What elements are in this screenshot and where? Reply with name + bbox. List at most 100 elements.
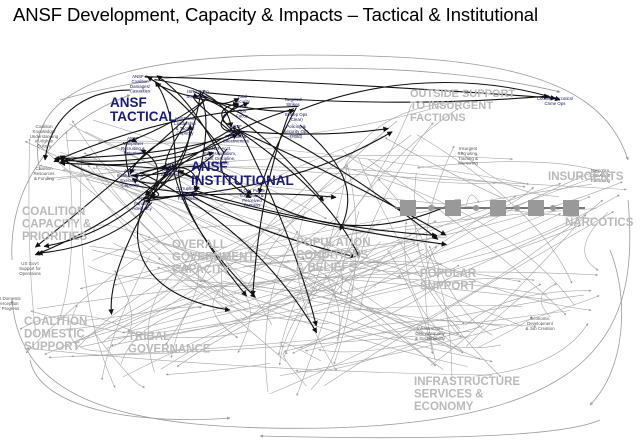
insurgent-pipeline — [395, 200, 585, 216]
light-connector — [231, 261, 443, 293]
light-connector — [106, 224, 581, 339]
dark-connector — [144, 108, 295, 196]
light-connector — [452, 194, 620, 262]
dark-connector — [191, 192, 448, 247]
light-connector — [343, 166, 576, 306]
light-connector — [323, 211, 614, 387]
dark-connector — [175, 170, 195, 179]
light-connector — [428, 245, 493, 336]
dark-connector — [150, 91, 202, 197]
dark-connector — [193, 93, 207, 192]
light-connector — [122, 174, 603, 378]
light-connector — [67, 162, 444, 370]
light-connector — [337, 122, 434, 341]
dark-connector — [108, 165, 171, 315]
light-connector — [184, 257, 336, 282]
light-connector — [405, 186, 534, 230]
light-connector — [170, 282, 224, 359]
light-connector — [95, 165, 248, 318]
light-connector — [39, 164, 523, 327]
light-connector — [377, 178, 453, 380]
light-connector — [333, 241, 381, 299]
light-connector — [69, 304, 110, 352]
light-connector — [135, 244, 420, 341]
light-connector — [417, 161, 612, 176]
node-ansf-professionalism: ANSF Acct.Professionalism,Skill, Discipl… — [204, 146, 236, 166]
stock-box-1 — [400, 200, 416, 216]
light-connector — [296, 211, 338, 372]
light-connector — [28, 138, 37, 338]
stock-box-4 — [528, 200, 544, 216]
light-connector — [81, 216, 339, 340]
light-connector — [74, 158, 627, 191]
dark-arrow-network — [34, 75, 561, 334]
dark-connector — [192, 195, 356, 259]
dark-connector — [205, 92, 550, 103]
light-connector — [305, 294, 584, 352]
light-connector — [269, 199, 604, 395]
dark-connector — [236, 124, 318, 327]
light-connector — [333, 166, 357, 365]
light-connector — [44, 294, 199, 355]
light-connector — [75, 216, 301, 350]
outer-loops — [10, 54, 631, 439]
dark-connector — [250, 112, 290, 297]
dark-connector — [34, 98, 207, 248]
light-connector — [475, 323, 589, 377]
light-connector — [120, 304, 206, 365]
dark-connector — [37, 202, 153, 256]
dark-connector — [201, 94, 240, 105]
light-connector — [158, 257, 329, 324]
dark-connector — [131, 154, 214, 184]
diagram-title: ANSF Development, Capacity & Impacts – T… — [13, 4, 538, 25]
dark-connector — [232, 127, 447, 236]
light-connector — [299, 251, 343, 295]
stock-box-5 — [563, 200, 579, 216]
light-connector — [165, 363, 270, 376]
light-connector — [101, 255, 151, 381]
dark-connector — [193, 90, 439, 240]
stock-box-2 — [445, 200, 461, 216]
light-connector — [280, 295, 600, 376]
dark-connector — [220, 103, 240, 134]
dark-connector — [62, 125, 236, 164]
light-connector — [83, 152, 273, 325]
light-connector — [147, 264, 182, 373]
light-connector — [465, 283, 542, 347]
light-connector — [318, 325, 485, 353]
dark-connector — [129, 129, 190, 175]
light-connector — [336, 108, 459, 238]
light-connector — [342, 149, 496, 185]
light-connector — [278, 242, 335, 356]
light-connector — [368, 159, 567, 316]
node-counter-narcotics: Counter Narcotics/Crime Ops — [537, 96, 574, 106]
light-connector — [92, 119, 327, 220]
dark-connector — [254, 194, 461, 227]
light-connector — [93, 332, 145, 389]
dark-connector — [130, 134, 238, 177]
light-connector — [298, 229, 390, 280]
light-connector — [340, 277, 553, 301]
node-sweep-ops: Sweep Ops(Clear) — [285, 112, 309, 122]
dark-connector — [139, 166, 200, 193]
light-connector — [214, 260, 521, 283]
light-connector — [87, 265, 207, 282]
